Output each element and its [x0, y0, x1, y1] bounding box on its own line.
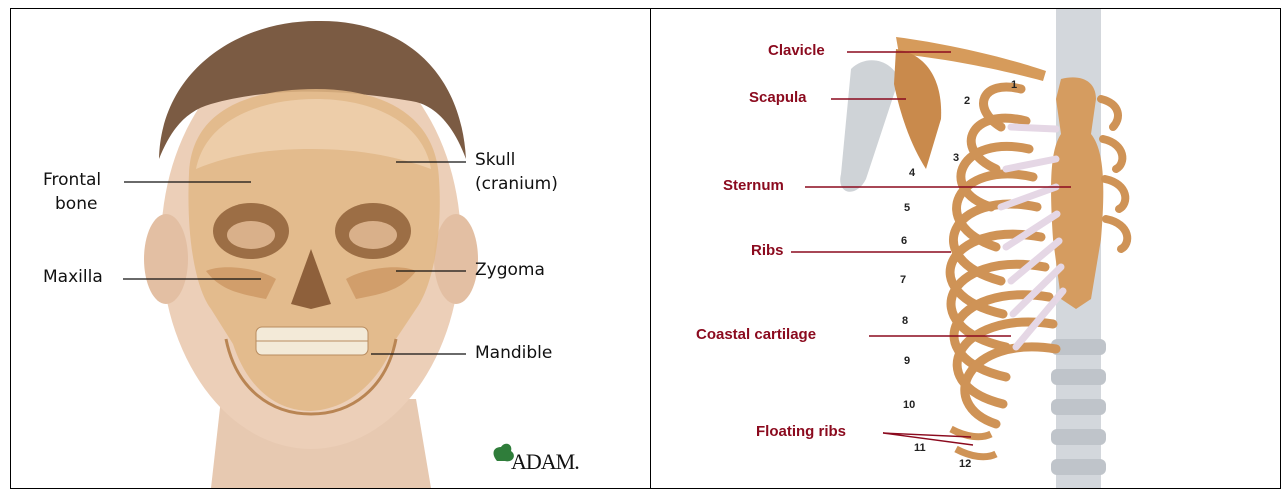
scapula-label: Scapula	[749, 89, 807, 106]
rib-number-2: 2	[964, 95, 970, 107]
maxilla-label: Maxilla	[43, 266, 103, 289]
skull-label-line2: (cranium)	[475, 173, 558, 196]
right-ear	[434, 214, 478, 304]
rib-number-5: 5	[904, 202, 910, 214]
sternum-label: Sternum	[723, 177, 784, 194]
humerus	[840, 60, 899, 191]
floating-rib-12	[956, 449, 996, 457]
rib-number-11: 11	[914, 442, 926, 454]
floating-ribs-label: Floating ribs	[756, 423, 846, 440]
mandible-label: Mandible	[475, 342, 552, 365]
rib-number-3: 3	[953, 152, 959, 164]
ribcage-illustration	[651, 9, 1280, 488]
clavicle-label: Clavicle	[768, 42, 825, 59]
rib-number-1: 1	[1011, 79, 1017, 91]
ribs-label: Ribs	[751, 242, 784, 259]
right-eye	[349, 221, 397, 249]
frontal-label-line2: bone	[55, 193, 97, 216]
skull-illustration	[11, 9, 649, 488]
skull-panel: Frontal bone Skull (cranium) Maxilla Zyg…	[11, 9, 649, 488]
rib-number-10: 10	[903, 399, 915, 411]
frontal-label-line1: Frontal	[43, 169, 101, 192]
ribcage-panel: Clavicle Scapula Sternum Ribs Coastal ca…	[651, 9, 1280, 488]
left-ear	[144, 214, 188, 304]
rib-number-6: 6	[901, 235, 907, 247]
rib-number-7: 7	[900, 274, 906, 286]
rib-number-4: 4	[909, 167, 915, 179]
floating-rib-11	[951, 429, 991, 437]
adam-logo: ADAM.	[511, 449, 579, 475]
skull-label-line1: Skull	[475, 149, 515, 172]
rib-number-12: 12	[959, 458, 971, 470]
rib-number-8: 8	[902, 315, 908, 327]
left-eye	[227, 221, 275, 249]
coastal-cartilage-label: Coastal cartilage	[696, 326, 816, 343]
scapula-bone	[894, 49, 941, 169]
zygoma-label: Zygoma	[475, 259, 545, 282]
rib-number-9: 9	[904, 355, 910, 367]
